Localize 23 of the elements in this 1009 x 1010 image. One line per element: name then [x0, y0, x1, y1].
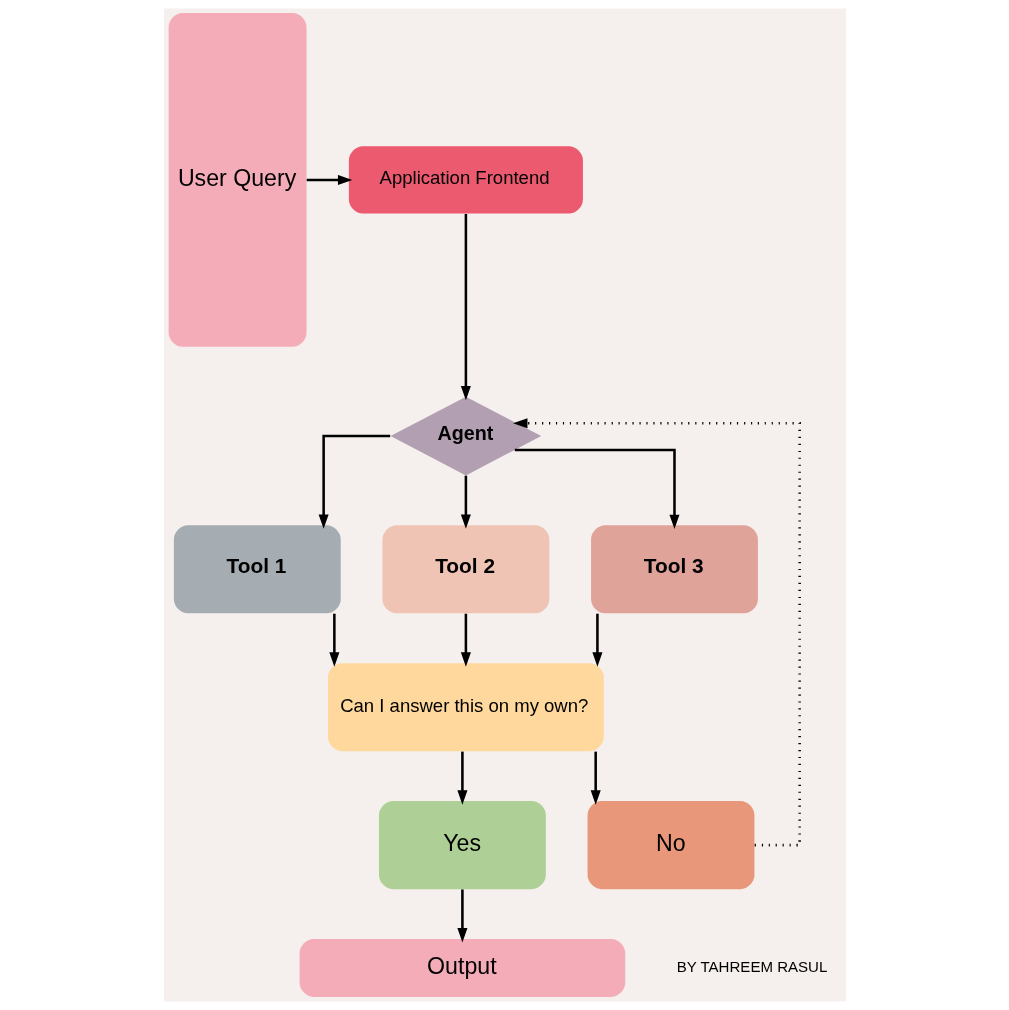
node-box: No	[587, 801, 754, 890]
arrow	[460, 475, 471, 529]
node-box: Application Frontend	[348, 146, 583, 214]
arrow	[328, 613, 339, 667]
node-box: Can I answer this on my own?	[327, 663, 604, 752]
arrow	[306, 174, 352, 185]
arrow	[590, 751, 601, 805]
arrow	[512, 418, 801, 847]
arrow	[460, 613, 471, 667]
node-box: Tool 2	[381, 525, 549, 614]
node-box: Tool 1	[173, 525, 341, 614]
arrow	[591, 613, 602, 667]
node-box: Yes	[378, 801, 546, 890]
node-diamond: Agent	[390, 396, 541, 476]
arrow	[318, 434, 390, 529]
node-box: Tool 3	[590, 525, 758, 614]
arrow	[514, 448, 680, 530]
node-box: Output	[299, 939, 625, 997]
label: BY TAHREEM RASUL	[676, 957, 827, 975]
arrow	[456, 889, 467, 943]
arrow	[456, 751, 467, 805]
arrow	[460, 213, 471, 401]
node-box: User Query	[168, 13, 307, 347]
